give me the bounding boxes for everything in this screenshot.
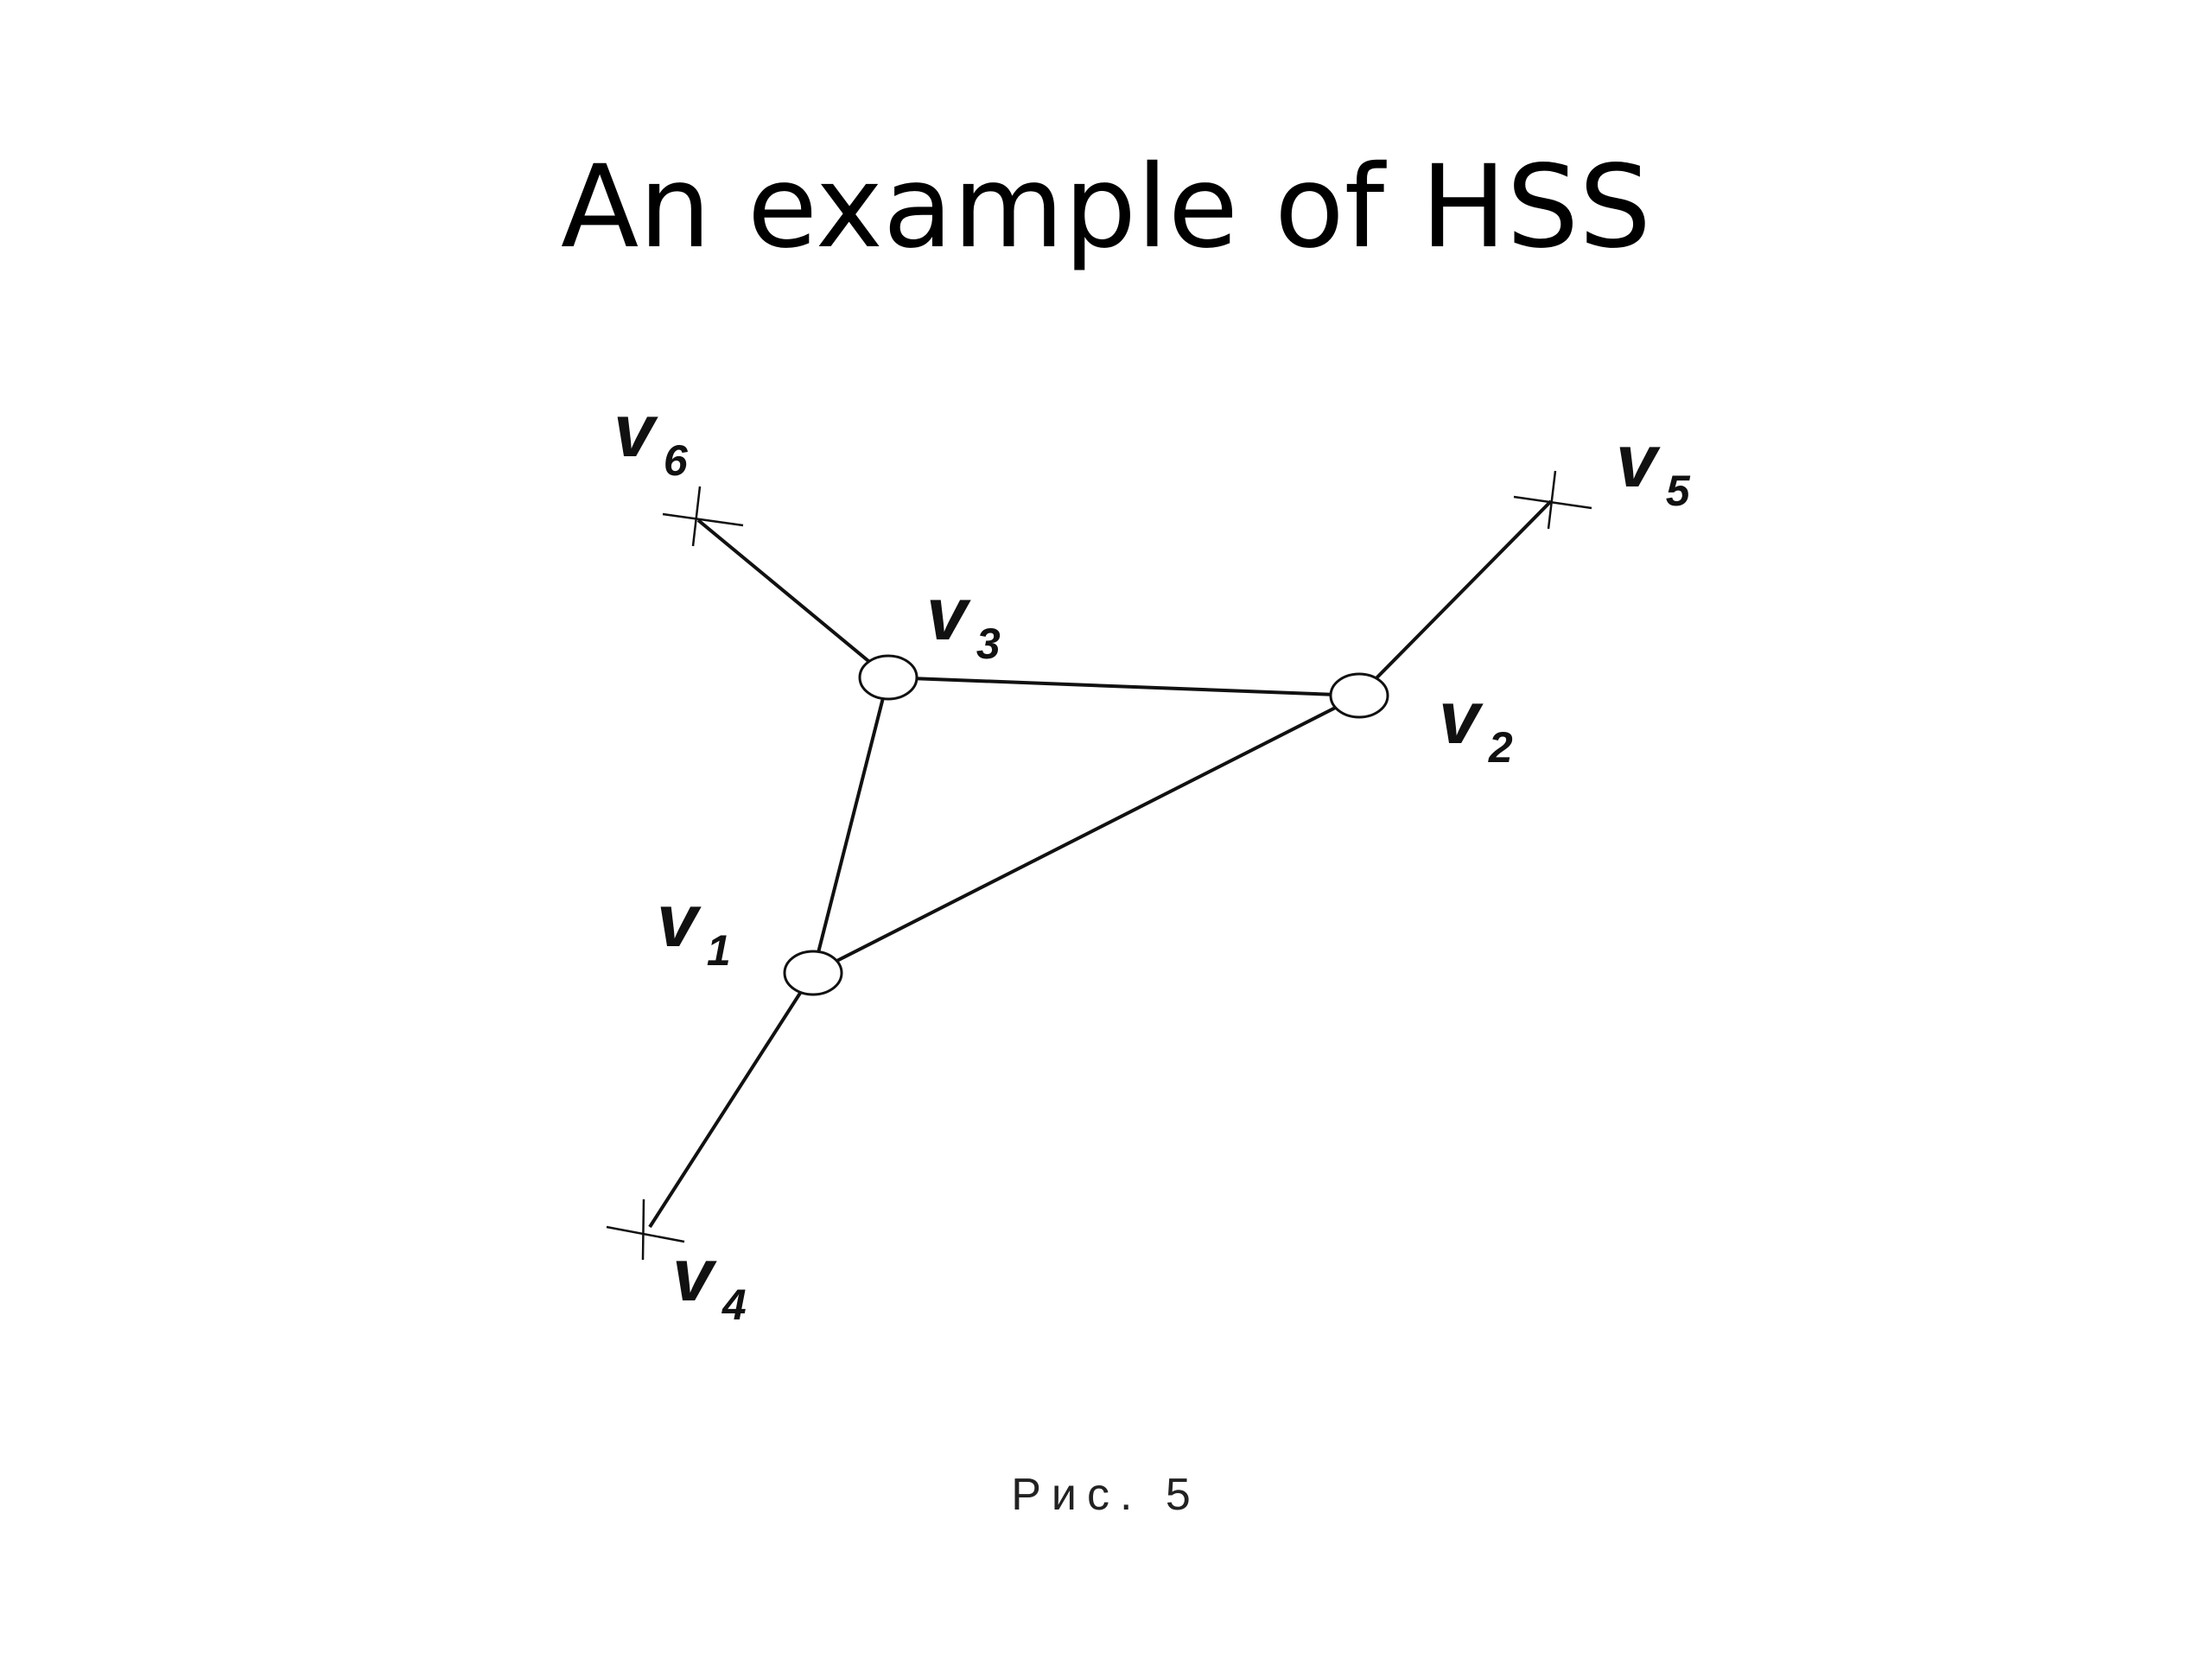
edge-v1-v3 (811, 677, 890, 974)
terminal-cross-v4 (606, 1198, 685, 1261)
edge-v1-v2 (812, 694, 1360, 975)
edge-v3-v6 (696, 518, 890, 679)
figure-caption: Рис. 5 (1011, 1470, 1201, 1520)
terminal-cross-v6 (662, 486, 744, 547)
node-v3 (858, 654, 918, 701)
edge-v1-v4 (648, 971, 815, 1229)
node-v2 (1329, 672, 1389, 719)
slide-title: An example of HSS (560, 141, 1652, 274)
edge-v2-v3 (887, 676, 1360, 697)
edge-v2-v5 (1357, 499, 1553, 697)
terminal-cross-v5 (1513, 470, 1592, 530)
node-v1 (783, 950, 843, 996)
